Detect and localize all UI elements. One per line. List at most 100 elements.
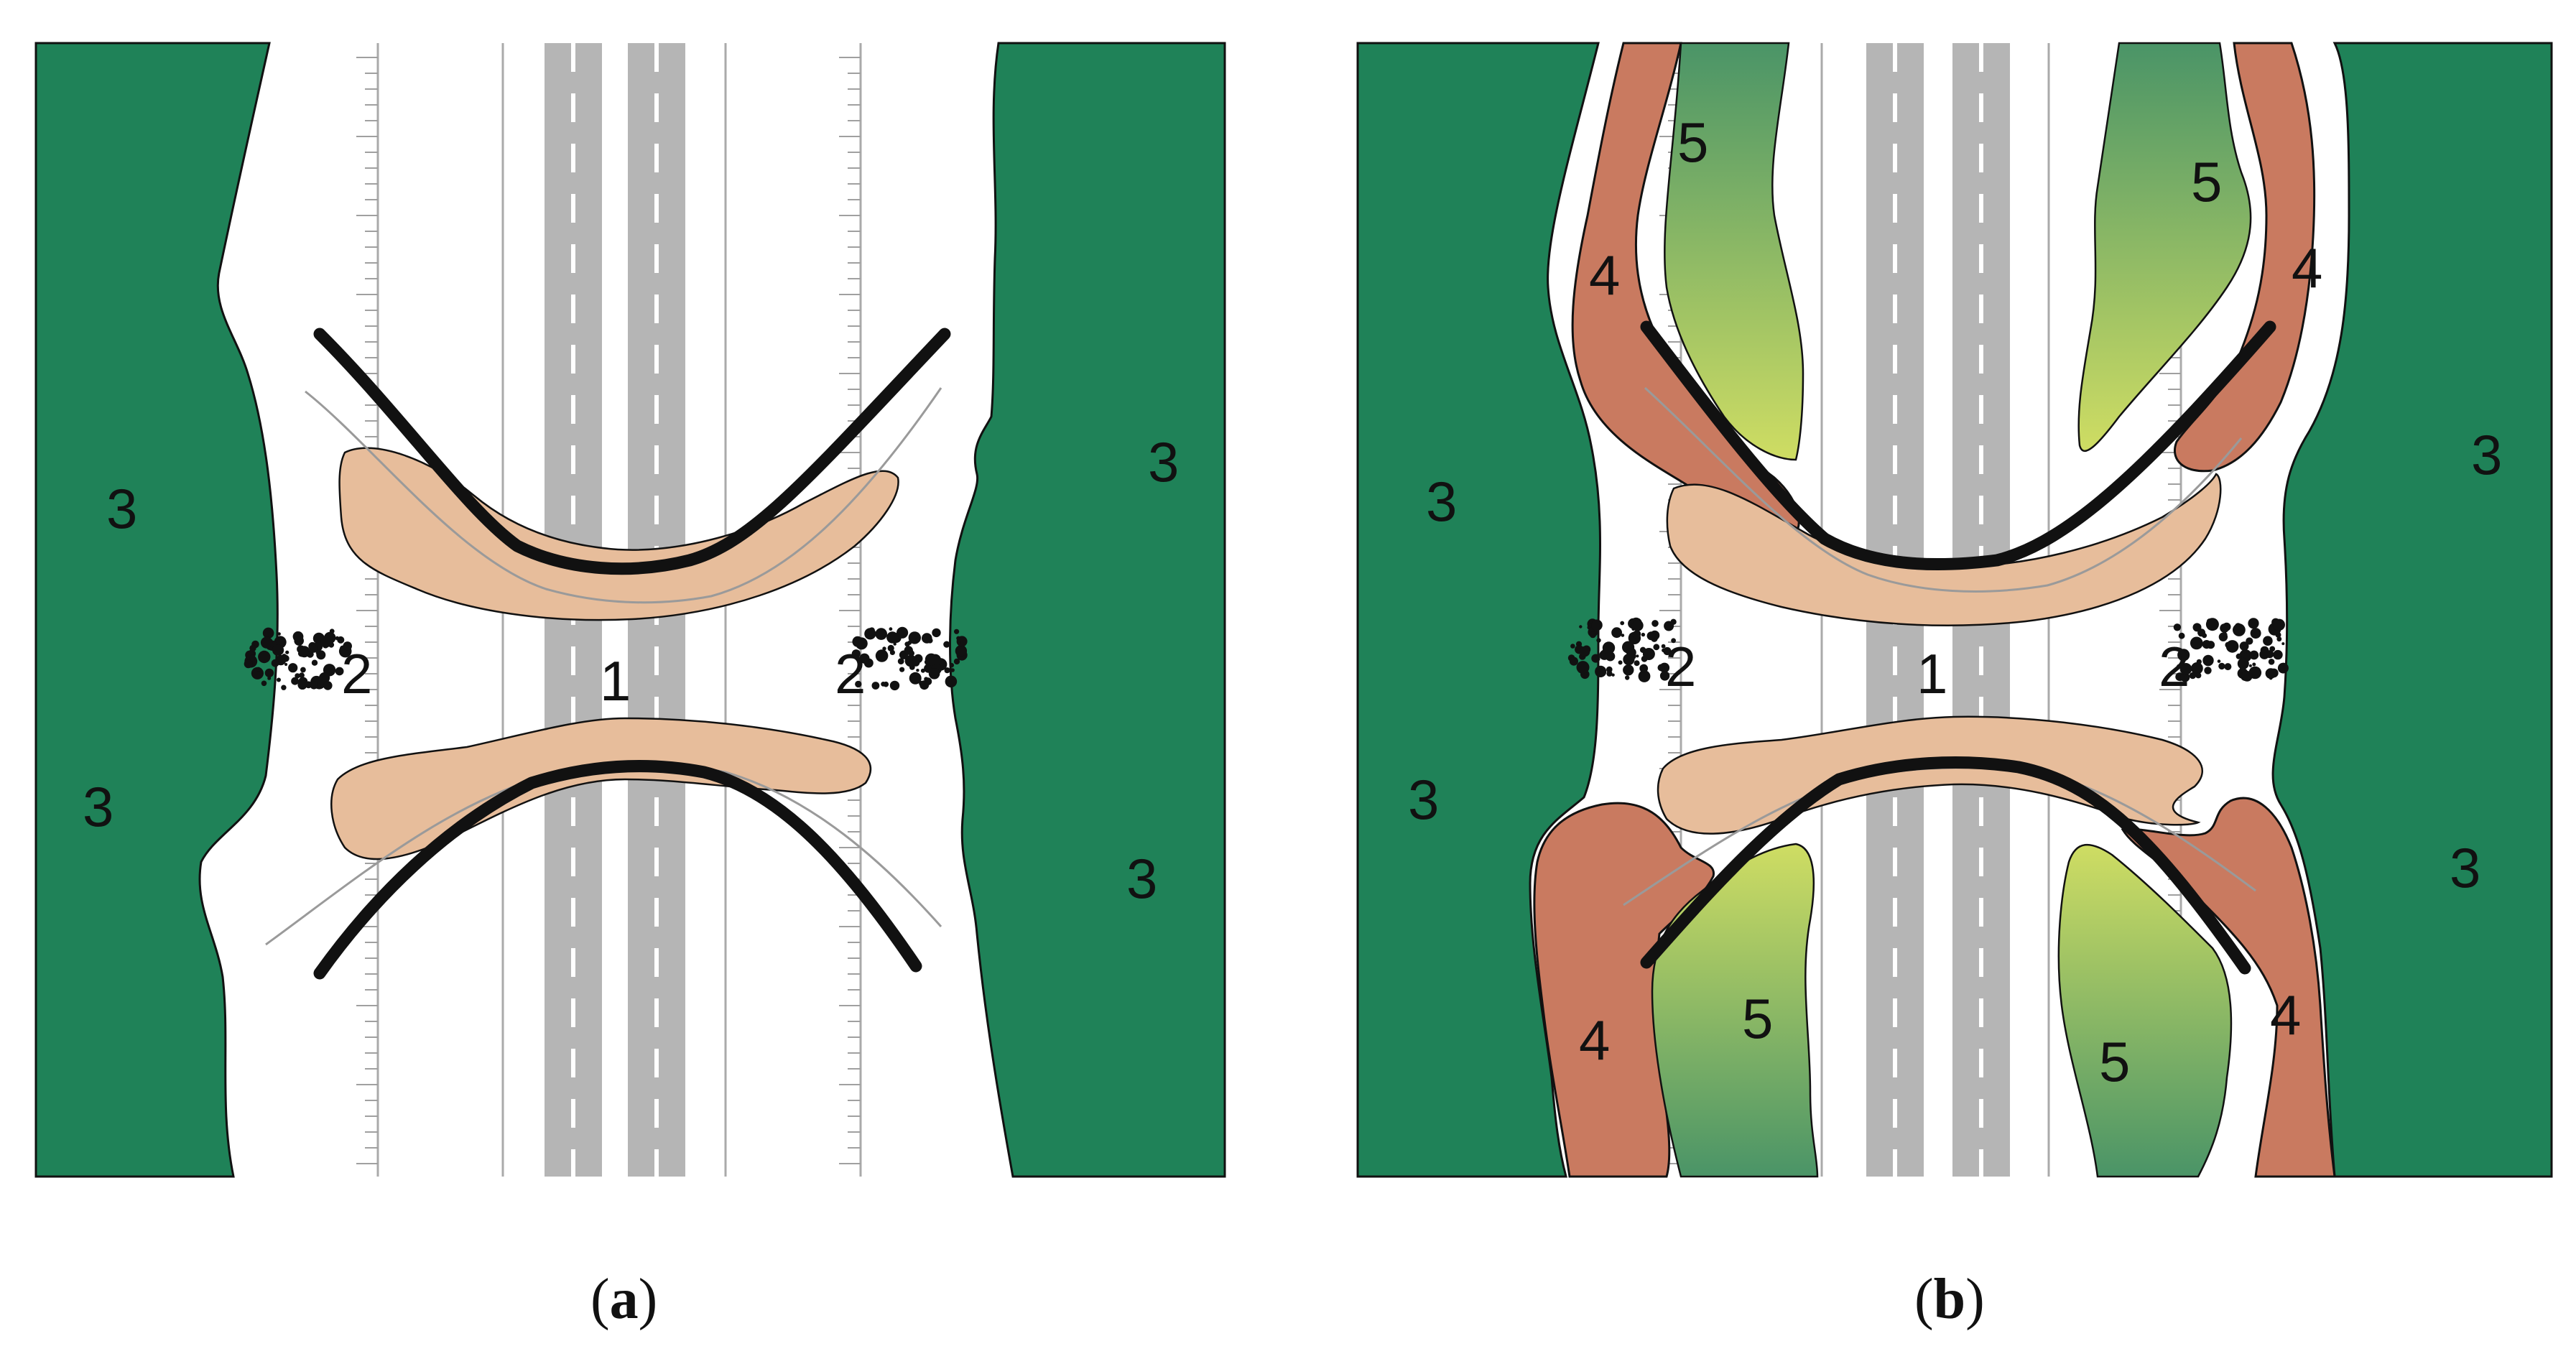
panel-b-tissue-right xyxy=(2271,42,2553,1178)
speckle xyxy=(889,627,893,631)
speckle xyxy=(2276,636,2282,642)
panel-b-band-br xyxy=(2121,797,2336,1178)
panel-b-label-band-tr: 4 xyxy=(2292,236,2322,300)
panel-b-caption: (b) xyxy=(1914,1268,1985,1331)
panel-a-caption: (a) xyxy=(590,1268,657,1331)
speckle xyxy=(1663,646,1672,656)
speckle xyxy=(251,667,264,680)
panel-b-zone-br xyxy=(2057,843,2233,1178)
speckle xyxy=(2246,637,2253,645)
speckle xyxy=(1639,664,1649,673)
speckle xyxy=(2265,668,2276,679)
speckle xyxy=(2241,671,2253,682)
speckle xyxy=(1620,621,1625,626)
speckle xyxy=(2248,618,2259,629)
speckle xyxy=(1569,657,1578,666)
speckle xyxy=(244,659,253,669)
speckle xyxy=(2224,663,2232,671)
speckle xyxy=(909,672,922,685)
speckle xyxy=(2218,632,2228,641)
speckle xyxy=(2281,642,2285,646)
speckle xyxy=(896,626,909,639)
speckle xyxy=(329,629,335,634)
speckle xyxy=(282,654,287,659)
speckle xyxy=(2191,662,2203,674)
speckle xyxy=(875,628,887,640)
speckle xyxy=(1631,627,1636,631)
speckle xyxy=(2173,623,2182,631)
speckle xyxy=(871,682,880,690)
speckle xyxy=(1651,620,1659,627)
speckle xyxy=(2195,672,2202,679)
speckle xyxy=(343,641,353,651)
panel-a-label-gap: 1 xyxy=(600,649,631,713)
speckle xyxy=(1570,644,1575,649)
speckle xyxy=(889,680,900,691)
panel-b-label-cluster-left: 2 xyxy=(1665,635,1696,698)
speckle xyxy=(899,667,905,672)
speckle xyxy=(1589,631,1596,639)
speckle xyxy=(949,662,955,668)
speckle xyxy=(1671,638,1677,644)
speckle xyxy=(2237,657,2249,669)
speckle xyxy=(897,658,904,664)
speckle xyxy=(320,636,333,648)
speckle xyxy=(855,680,862,688)
speckle xyxy=(2217,659,2221,663)
speckle xyxy=(919,680,930,690)
speckle xyxy=(1618,660,1623,665)
speckle xyxy=(954,629,960,634)
speckle xyxy=(2250,628,2261,639)
speckle xyxy=(2242,649,2246,654)
speckle xyxy=(309,644,318,653)
speckle xyxy=(1634,660,1640,667)
speckle xyxy=(2192,623,2202,632)
speckle xyxy=(1642,648,1655,660)
speckle xyxy=(864,628,876,640)
speckle xyxy=(852,636,863,647)
speckle xyxy=(886,631,899,644)
panel-a-label-tissue-br: 3 xyxy=(1126,847,1157,910)
speckle xyxy=(335,667,344,676)
speckle xyxy=(908,650,915,657)
panel-b-hatch-upper xyxy=(1644,386,2243,593)
speckle xyxy=(1591,619,1603,631)
speckle xyxy=(264,668,274,678)
panel-b-label-band-br: 4 xyxy=(2270,983,2301,1047)
speckle xyxy=(2190,636,2203,650)
speckle xyxy=(285,650,289,654)
panel-b-zone-bl xyxy=(1651,843,1819,1178)
speckle xyxy=(2277,662,2289,674)
speckle xyxy=(1606,670,1613,677)
speckle xyxy=(859,653,870,664)
panel-a-tissue-left xyxy=(34,42,279,1178)
speckle xyxy=(922,633,932,644)
panel-b-label-zone-bl: 5 xyxy=(1742,987,1773,1050)
speckle xyxy=(2225,640,2239,653)
speckle xyxy=(1657,664,1665,672)
speckle xyxy=(2233,623,2246,636)
speckle xyxy=(277,677,281,682)
speckle xyxy=(851,649,861,659)
speckle xyxy=(2251,650,2256,656)
speckle xyxy=(924,677,929,682)
speckle xyxy=(323,681,333,690)
speckle xyxy=(2202,633,2207,639)
speckle xyxy=(2177,664,2182,669)
speckle xyxy=(1611,627,1623,639)
panel-b-band-tr xyxy=(2174,42,2316,473)
speckle xyxy=(1629,633,1634,638)
speckle xyxy=(1653,644,1660,651)
speckle xyxy=(956,646,967,657)
speckle xyxy=(1641,632,1646,637)
speckle xyxy=(2273,649,2283,660)
speckle xyxy=(2239,641,2249,651)
speckle xyxy=(920,668,925,673)
speckle xyxy=(2202,640,2211,649)
speckle xyxy=(315,650,320,655)
panel-b-label-tissue-bl: 3 xyxy=(1408,768,1439,831)
panel-b-arc-upper xyxy=(1640,320,2276,571)
panel-b-label-tissue-tl: 3 xyxy=(1426,470,1457,533)
speckle xyxy=(1662,648,1666,653)
speckle xyxy=(272,644,284,656)
